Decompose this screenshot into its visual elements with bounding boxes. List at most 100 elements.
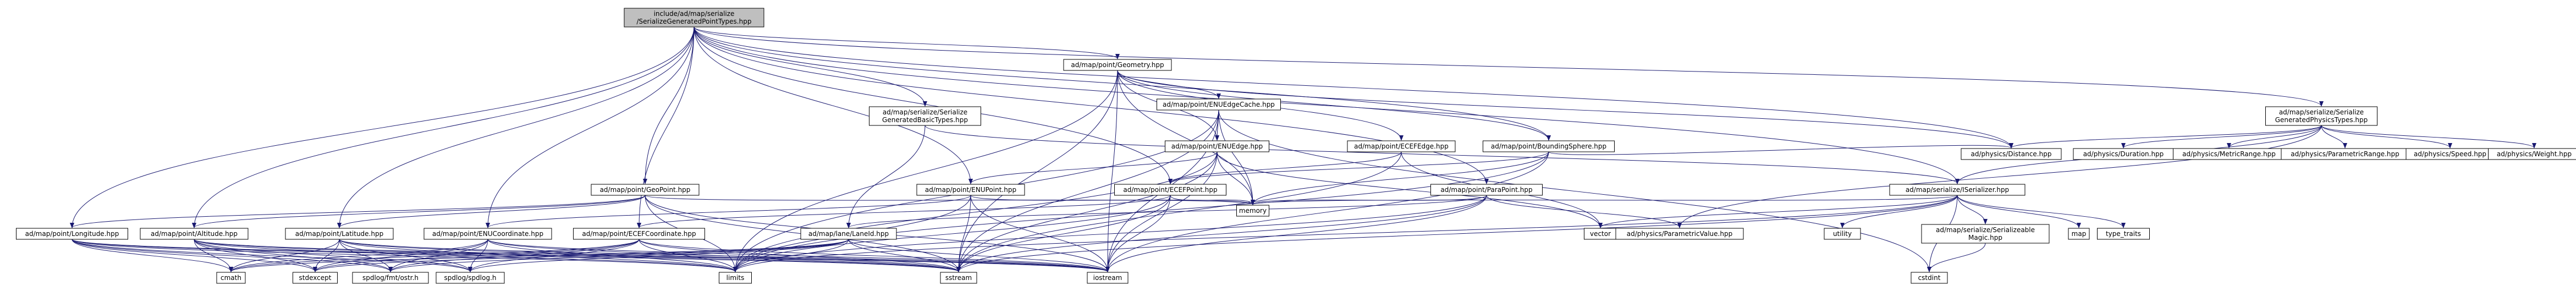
node-box [1615, 228, 1744, 240]
node-enuedge[interactable]: ad/map/point/ENUEdge.hpp [1165, 140, 1269, 152]
edge-root-to-enupoint [693, 26, 973, 184]
node-weight[interactable]: ad/physics/Weight.hpp [2488, 148, 2576, 160]
node-label: ad/physics/Duration.hpp [2083, 150, 2164, 158]
edge-sergenphysics-to-metricrange [2227, 125, 2322, 149]
node-fmtostr[interactable]: spdlog/fmt/ostr.h [352, 272, 429, 284]
edge-parapoint-to-sstream [956, 195, 1487, 272]
edge-ecefcoordinate-to-limits [639, 239, 737, 272]
edge-serializer-to-serializeable [1957, 195, 1988, 224]
node-label: ad/map/point/Altitude.hpp [151, 230, 238, 238]
edge-serializer-to-map [1957, 195, 2081, 228]
edge-serializeable-to-cstdint [1927, 243, 1986, 272]
node-parapoint[interactable]: ad/map/point/ParaPoint.hpp [1430, 184, 1543, 196]
node-spdlog[interactable]: spdlog/spdlog.h [436, 272, 505, 284]
node-ecefcoordinate[interactable]: ad/map/point/ECEFCoordinate.hpp [573, 228, 705, 240]
node-memory[interactable]: memory [1236, 205, 1269, 217]
edge-ecefedge-to-sstream [956, 151, 1402, 272]
node-serializer[interactable]: ad/map/serialize/ISerializer.hpp [1889, 184, 2025, 196]
node-label: ad/map/serialize/Serialize [883, 108, 967, 116]
edge-longitude-to-cmath [71, 239, 233, 272]
edge-ecefcoordinate-to-sstream [639, 239, 961, 272]
edge-geometry-to-iostream [1105, 70, 1118, 272]
edge-laneid-to-stdexcept [313, 239, 849, 272]
edge-ecefcoordinate-to-cmath [229, 239, 640, 272]
node-box [352, 272, 429, 284]
edge-geometry-to-boundingsphere [1117, 70, 1551, 141]
node-stdexcept[interactable]: stdexcept [293, 272, 338, 284]
edge-geometry-to-distance [1117, 70, 2013, 149]
node-box [2068, 228, 2090, 240]
node-limits[interactable]: limits [719, 272, 752, 284]
node-speed[interactable]: ad/physics/Speed.hpp [2406, 148, 2495, 160]
node-utility[interactable]: utility [1824, 228, 1861, 240]
edge-laneid-to-fmtostr [388, 239, 849, 272]
node-longitude[interactable]: ad/map/point/Longitude.hpp [16, 228, 128, 240]
edge-ecefcoordinate-to-spdlog [468, 239, 640, 272]
node-cmath[interactable]: cmath [216, 272, 246, 284]
node-ecefpoint[interactable]: ad/map/point/ECEFPoint.hpp [1114, 184, 1226, 196]
node-label: cmath [221, 274, 241, 282]
edge-laneid-to-iostream [848, 239, 1110, 272]
node-enuedgecache[interactable]: ad/map/point/ENUEdgeCache.hpp [1157, 98, 1281, 111]
node-duration[interactable]: ad/physics/Duration.hpp [2073, 148, 2174, 160]
node-laneid[interactable]: ad/map/lane/LaneId.hpp [800, 228, 897, 240]
node-latitude[interactable]: ad/map/point/Latitude.hpp [285, 228, 394, 240]
node-label: ad/map/point/Latitude.hpp [295, 230, 383, 238]
node-map[interactable]: map [2068, 228, 2090, 240]
node-label: include/ad/map/serialize [654, 10, 735, 18]
edge-enuedge-to-vector [1217, 151, 1603, 228]
node-vector[interactable]: vector [1584, 228, 1617, 240]
edge-root-to-sergenbasic [693, 26, 927, 107]
edge-sergenphysics-to-speed [2321, 125, 2452, 149]
node-box [573, 228, 705, 240]
node-root[interactable]: include/ad/map/serialize/SerializeGenera… [624, 8, 764, 28]
node-geopoint[interactable]: ad/map/point/GeoPoint.hpp [591, 184, 700, 196]
node-type_traits[interactable]: type_traits [2097, 228, 2150, 240]
node-iostream[interactable]: iostream [1087, 272, 1129, 284]
node-metricrange[interactable]: ad/physics/MetricRange.hpp [2173, 148, 2285, 160]
node-altitude[interactable]: ad/map/point/Altitude.hpp [140, 228, 249, 240]
node-sergenphysics[interactable]: ad/map/serialize/SerializeGeneratedPhysi… [2265, 106, 2377, 126]
node-label: spdlog/fmt/ostr.h [362, 274, 419, 282]
node-cstdint[interactable]: cstdint [1911, 272, 1948, 284]
edge-ecefpoint-to-ecefcoordinate [637, 195, 1171, 228]
node-parametricrange[interactable]: ad/physics/ParametricRange.hpp [2281, 148, 2409, 160]
node-distance[interactable]: ad/physics/Distance.hpp [1961, 148, 2062, 160]
node-enucoordinate[interactable]: ad/map/point/ENUCoordinate.hpp [423, 228, 552, 240]
edge-root-to-latitude [337, 26, 695, 228]
node-box [1165, 140, 1269, 152]
node-box [140, 228, 249, 240]
edge-boundingsphere-to-limits [733, 151, 1549, 272]
node-boundingsphere[interactable]: ad/map/point/BoundingSphere.hpp [1483, 140, 1615, 152]
edge-enuedgecache-to-memory [1218, 109, 1255, 205]
node-label: type_traits [2106, 230, 2141, 238]
edge-boundingsphere-to-distance [1548, 142, 2013, 155]
node-box [624, 8, 764, 28]
node-label: ad/map/point/ECEFEdge.hpp [1354, 142, 1449, 150]
edge-serializer-to-sstream [956, 195, 1958, 272]
node-label: ad/map/point/BoundingSphere.hpp [1491, 142, 1606, 150]
edge-enucoordinate-to-limits [487, 239, 737, 272]
edge-sergenphysics-to-distance [2009, 125, 2322, 149]
node-paramvalue[interactable]: ad/physics/ParametricValue.hpp [1615, 228, 1744, 240]
node-label: ad/map/point/Geometry.hpp [1071, 61, 1164, 69]
edge-laneid-to-cmath [229, 239, 849, 272]
edge-enuedgecache-to-sstream [956, 109, 1219, 272]
node-box [423, 228, 552, 240]
edge-sergenphysics-to-duration [2121, 125, 2322, 149]
node-enupoint[interactable]: ad/map/point/ENUPoint.hpp [916, 184, 1025, 196]
node-label: ad/map/point/Longitude.hpp [25, 230, 119, 238]
edge-geopoint-to-longitude [70, 195, 646, 228]
edge-latitude-to-cmath [229, 239, 340, 272]
node-box [1961, 148, 2062, 160]
node-ecefedge[interactable]: ad/map/point/ECEFEdge.hpp [1347, 140, 1456, 152]
edge-root-to-enucoordinate [486, 26, 695, 228]
node-geometry[interactable]: ad/map/point/Geometry.hpp [1063, 59, 1172, 71]
edge-enucoordinate-to-stdexcept [313, 239, 488, 272]
edge-root-to-boundingsphere [693, 26, 1551, 141]
node-sergenbasic[interactable]: ad/map/serialize/SerializeGeneratedBasic… [869, 106, 981, 126]
node-sstream[interactable]: sstream [940, 272, 977, 284]
edge-altitude-to-fmtostr [194, 239, 393, 272]
